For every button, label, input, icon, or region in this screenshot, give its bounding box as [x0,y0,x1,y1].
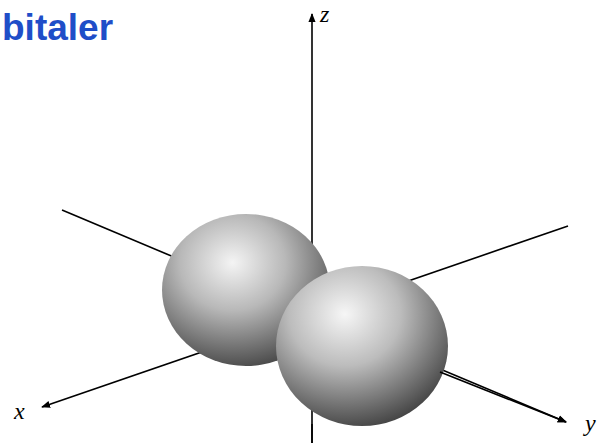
y-axis-front [440,372,566,422]
axis-label-x: x [14,399,25,423]
axis-label-y: y [585,411,596,435]
slide-title: bitaler [2,9,113,46]
orbital-lobe [276,266,448,426]
z-axis-front [311,424,313,443]
axis-label-z: z [320,2,329,26]
